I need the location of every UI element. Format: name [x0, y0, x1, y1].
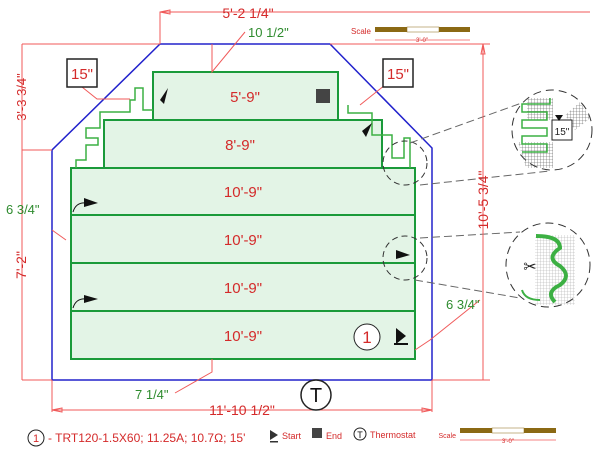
scale-bar — [375, 26, 470, 41]
zone-label: 10'-9" — [224, 232, 262, 249]
scale-length: 3'-0" — [416, 38, 428, 44]
cable-run-right — [347, 105, 411, 168]
zone-5 — [70, 262, 416, 312]
detail-view-cut: ✂ — [505, 222, 591, 308]
scale-label: Scale — [351, 27, 372, 36]
dimension-bottom: 11'-10 1/2" — [209, 402, 275, 418]
detail-view-corner: 15" — [511, 89, 593, 171]
dimension-right: 10'-5 3/4" — [475, 170, 491, 229]
legend-cable-spec: - TRT120-1.5X60; 11.25A; 10.7Ω; 15' — [48, 431, 245, 445]
scissors-icon: ✂ — [523, 259, 536, 276]
dimension-top-offset: 10 1/2" — [248, 25, 289, 40]
thermostat-symbol: T — [310, 385, 322, 407]
end-marker-icon — [316, 89, 330, 103]
dimension-left-upper: 3'-3 3/4" — [14, 73, 29, 121]
legend-cable-number: 1 — [33, 433, 39, 445]
start-arrows — [72, 88, 410, 345]
zone-label: 8'-9" — [225, 137, 255, 154]
dimension-bottom-offset: 7 1/4" — [135, 387, 169, 402]
callout-right: 15" — [387, 66, 409, 83]
legend-scale-label: Scale — [438, 433, 456, 440]
legend-start: Start — [282, 431, 302, 441]
dimension-right-offset: 6 3/4" — [446, 297, 480, 312]
callout-left: 15" — [71, 66, 93, 83]
zone-label: 5'-9" — [230, 89, 260, 106]
detail-circle — [382, 140, 428, 186]
legend-end: End — [326, 431, 342, 441]
legend-thermostat-symbol: T — [357, 430, 363, 440]
dimension-lines — [21, 9, 590, 413]
start-icon — [270, 430, 278, 440]
cable-run-left — [75, 87, 153, 168]
legend-thermostat: Thermostat — [370, 430, 416, 440]
cable-number-badge: 1 — [362, 328, 371, 347]
zone-label: 10'-9" — [224, 280, 262, 297]
dimension-left-offset: 6 3/4" — [6, 202, 40, 217]
legend-scale-bar — [460, 427, 556, 441]
detail-circle — [382, 235, 428, 281]
legend-scale-length: 3'-0" — [502, 439, 514, 445]
zone-2 — [103, 119, 383, 169]
zone-label: 10'-9" — [224, 328, 262, 345]
dimension-left-lower: 7'-2" — [13, 251, 29, 279]
zone-label: 10'-9" — [224, 184, 262, 201]
dimension-top: 5'-2 1/4" — [222, 5, 273, 21]
end-icon — [312, 428, 322, 438]
detail-callout: 15" — [555, 127, 570, 138]
